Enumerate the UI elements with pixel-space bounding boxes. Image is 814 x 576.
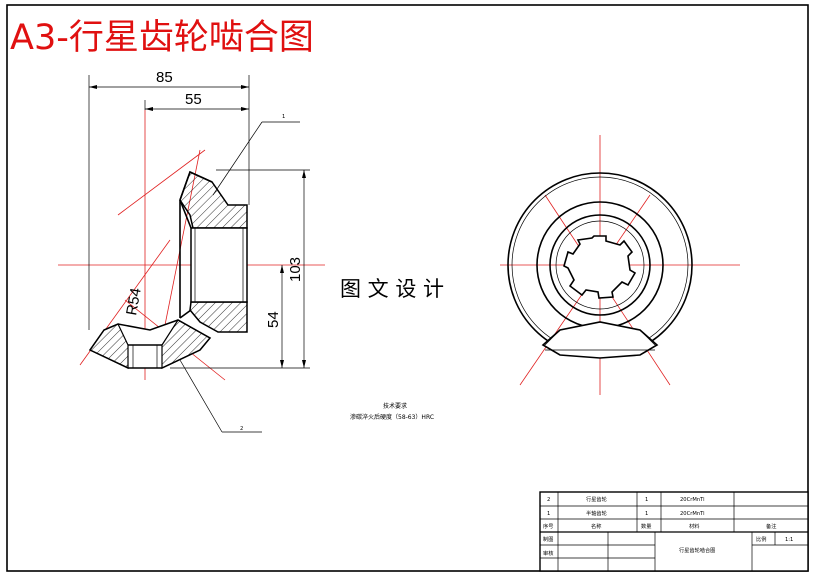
part-1-name: 半轴齿轮 — [586, 509, 607, 517]
watermark: 图 文 设 计 — [340, 277, 444, 301]
part-2-material: 20CrMnTi — [680, 497, 705, 503]
balloon-1: 1 — [282, 114, 285, 120]
scale-value: 1:1 — [785, 537, 793, 543]
dim-r54: R54 — [123, 287, 145, 317]
part-2-no: 2 — [547, 497, 550, 503]
drawn-label: 制图 — [543, 535, 553, 543]
scale-label: 比例 — [756, 535, 766, 543]
header-no: 序号 — [543, 522, 553, 530]
dim-55: 55 — [185, 91, 202, 108]
header-qty: 数量 — [641, 522, 651, 530]
part-2-qty: 1 — [645, 497, 648, 503]
header-material: 材料 — [689, 522, 699, 530]
part-2-name: 行星齿轮 — [586, 495, 607, 503]
drawing-title: A3-行星齿轮啮合图 — [10, 18, 314, 58]
checked-label: 审核 — [543, 549, 553, 557]
dim-54: 54 — [265, 311, 282, 328]
title-block — [539, 491, 809, 572]
drawing-name: 行星齿轮啮合图 — [679, 546, 715, 554]
header-remark: 备注 — [766, 522, 776, 530]
tech-req-line: 渗碳淬火后硬度（58-63）HRC — [350, 413, 434, 421]
header-name: 名称 — [591, 522, 601, 530]
drawing-border — [6, 4, 809, 572]
part-1-qty: 1 — [645, 511, 648, 517]
dim-103: 103 — [287, 257, 304, 282]
balloon-2: 2 — [240, 426, 243, 432]
part-1-no: 1 — [547, 511, 550, 517]
tech-req-title: 技术要求 — [383, 402, 407, 410]
section-view: 85 55 103 54 R54 1 2 — [58, 69, 325, 433]
front-view — [500, 135, 740, 395]
dim-85: 85 — [156, 69, 173, 86]
part-1-material: 20CrMnTi — [680, 511, 705, 517]
